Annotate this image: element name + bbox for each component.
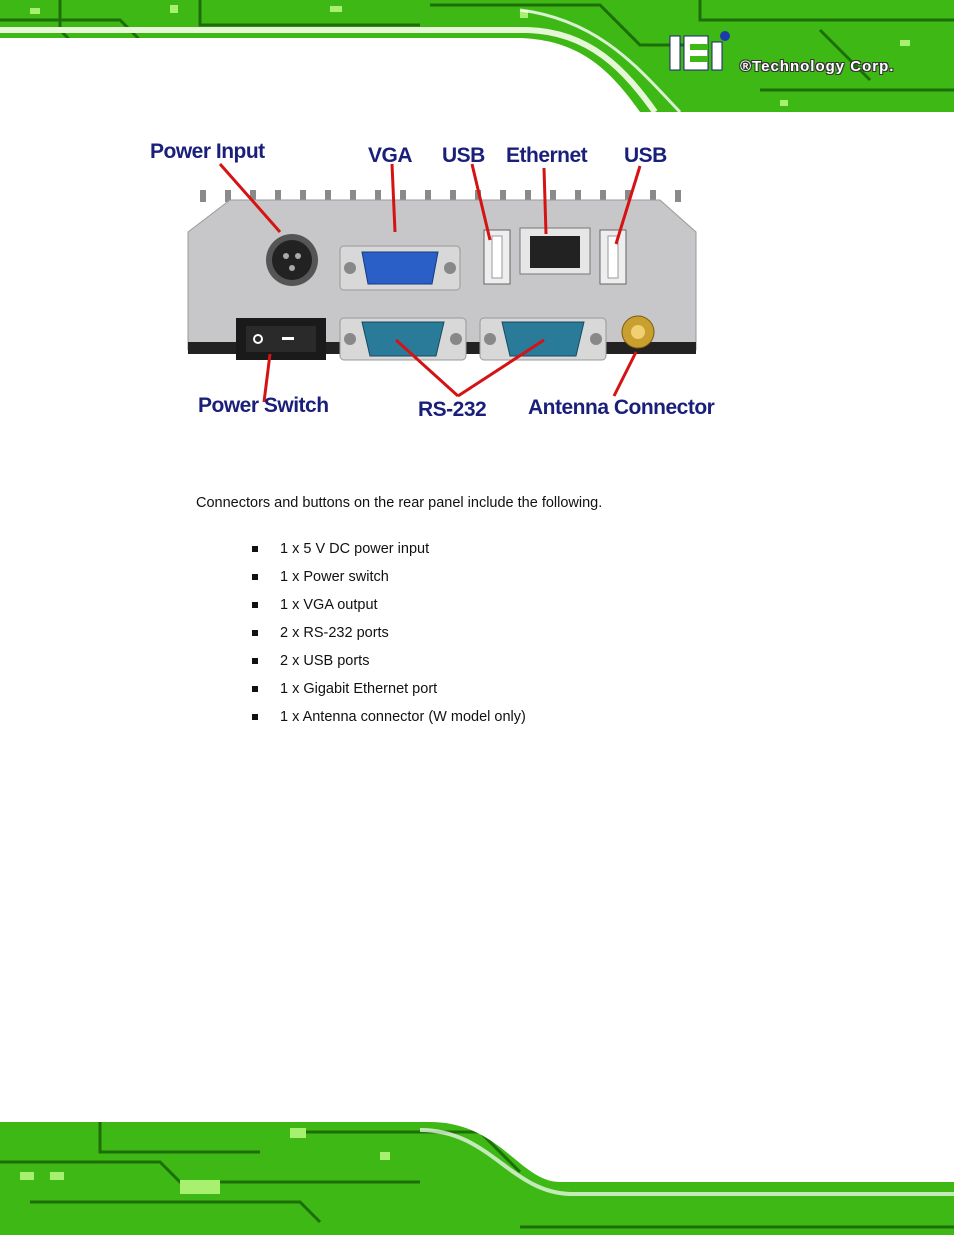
callout-antenna: Antenna Connector: [528, 396, 715, 419]
bullet-icon: [252, 546, 258, 552]
footer-circuit-banner: [0, 1122, 954, 1235]
callout-power-switch: Power Switch: [198, 394, 329, 417]
callout-vga: VGA: [368, 144, 413, 167]
brand-text: ®Technology Corp.: [740, 58, 895, 75]
rear-panel-photo: [187, 163, 697, 403]
callout-rs232: RS-232: [418, 398, 487, 421]
header-circuit-banner: [0, 0, 954, 112]
callout-ethernet: Ethernet: [506, 144, 588, 167]
bullet-icon: [252, 686, 258, 692]
bullet-icon: [252, 714, 258, 720]
bullet-icon: [252, 658, 258, 664]
intro-paragraph: Connectors and buttons on the rear panel…: [196, 495, 603, 511]
bullet-icon: [252, 574, 258, 580]
callout-usb-left: USB: [442, 144, 485, 167]
callout-power-input: Power Input: [150, 140, 265, 163]
bullet-icon: [252, 630, 258, 636]
callout-usb-right: USB: [624, 144, 667, 167]
rear-panel-figure: Power Input VGA USB Ethernet USB Power S…: [140, 128, 750, 438]
iei-logo-icon: [669, 31, 730, 71]
bullet-icon: [252, 602, 258, 608]
